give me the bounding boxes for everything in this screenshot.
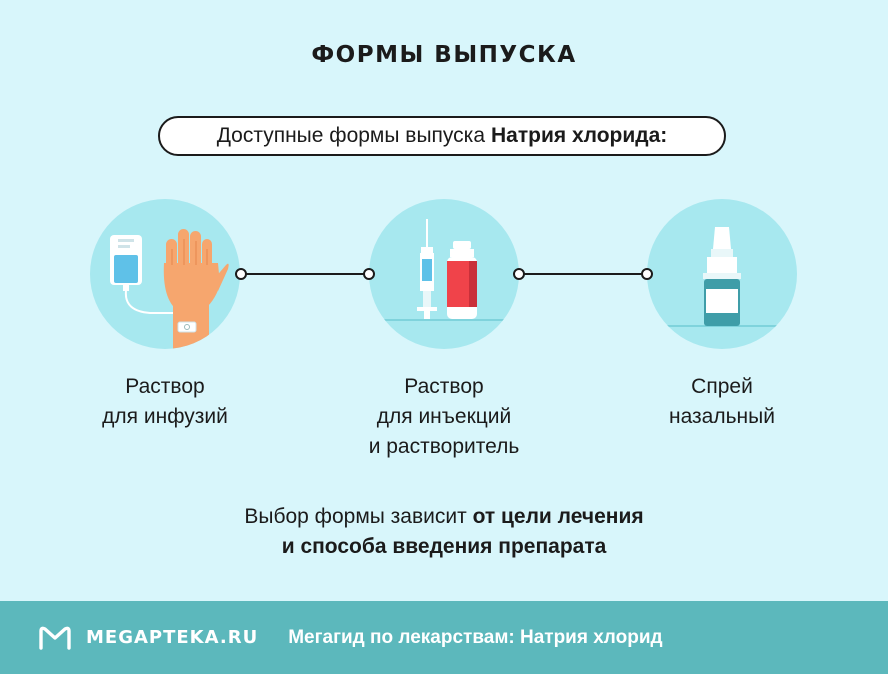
- selection-note: Выбор формы зависит от цели лечения и сп…: [0, 502, 888, 562]
- form-label-line: Раствор: [125, 375, 205, 398]
- form-label-line: для инъекций: [376, 405, 512, 428]
- megapteka-logo-icon[interactable]: [38, 625, 72, 651]
- iv-drip-hand-icon: [90, 199, 240, 349]
- note-text: Выбор формы зависит: [244, 505, 467, 528]
- form-label-spray: Спрей назальный: [592, 372, 852, 432]
- footer-tagline: Мегагид по лекарствам: Натрия хлорид: [288, 626, 663, 648]
- page-title: ФОРМЫ ВЫПУСКА: [311, 42, 577, 68]
- note-bold-2: и способа введения препарата: [281, 535, 607, 558]
- form-label-infusion: Раствор для инфузий: [35, 372, 295, 432]
- footer-bar: MEGAPTEKA.RU Мегагид по лекарствам: Натр…: [0, 601, 888, 674]
- intro-pill: Доступные формы выпуска Натрия хлорида:: [158, 116, 726, 156]
- form-label-line: назальный: [669, 405, 775, 428]
- form-label-injection: Раствор для инъекций и растворитель: [314, 372, 574, 462]
- syringe-vial-icon: [369, 199, 519, 349]
- intro-drug-name: Натрия хлорида:: [491, 124, 668, 147]
- form-label-line: для инфузий: [102, 405, 228, 428]
- intro-text: Доступные формы выпуска: [216, 124, 486, 147]
- note-bold-1: от цели лечения: [472, 505, 644, 528]
- brand-name[interactable]: MEGAPTEKA.RU: [86, 627, 259, 648]
- form-label-line: Раствор: [404, 375, 484, 398]
- connector-lines: [235, 268, 653, 280]
- form-label-line: и растворитель: [368, 435, 520, 458]
- nasal-spray-icon: [647, 199, 797, 349]
- form-label-line: Спрей: [691, 375, 753, 398]
